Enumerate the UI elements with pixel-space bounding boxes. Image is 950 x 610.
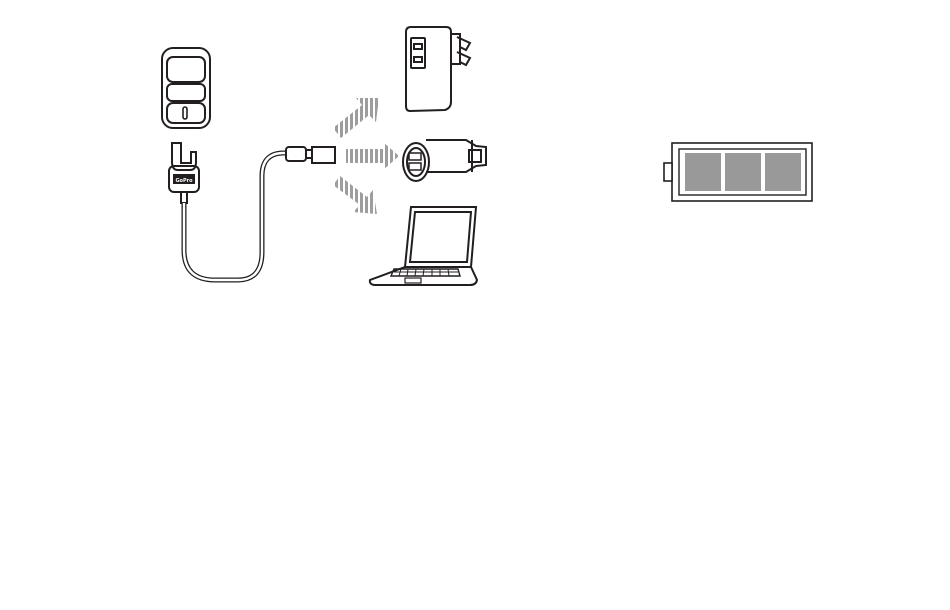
usb-cable-icon xyxy=(184,147,335,280)
car-charger-icon xyxy=(403,140,486,181)
connector-brand-label: GoPro xyxy=(175,178,193,184)
battery-bar xyxy=(725,153,761,191)
wall-charger-icon xyxy=(406,27,470,111)
charging-clip-icon xyxy=(169,143,199,203)
remote-control-icon xyxy=(162,48,210,128)
battery-bars xyxy=(685,153,801,191)
battery-bar xyxy=(685,153,721,191)
arrow-to-car-charger xyxy=(346,142,399,170)
arrow-to-laptop xyxy=(333,176,377,214)
arrow-to-wall-charger xyxy=(333,98,379,138)
battery-bar xyxy=(765,153,801,191)
laptop-icon xyxy=(370,207,477,285)
battery-icon xyxy=(664,143,812,201)
